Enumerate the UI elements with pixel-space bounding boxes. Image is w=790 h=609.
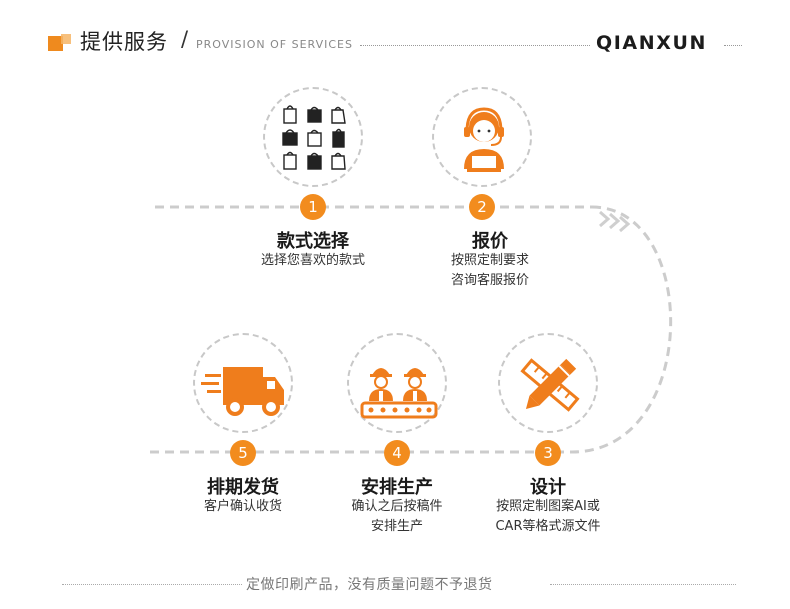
factory-workers-icon: [360, 368, 438, 419]
footer-divider-left: [62, 584, 242, 585]
step-1-desc: 选择您喜欢的款式: [223, 251, 403, 271]
step-1-badge: 1: [300, 194, 326, 220]
step-3-desc-line-1: 按照定制图案AI或: [496, 499, 600, 514]
step-3-desc: 按照定制图案AI或 CAR等格式源文件: [458, 497, 638, 537]
step-4-ring: [347, 333, 447, 433]
step-4-desc: 确认之后按稿件 安排生产: [307, 497, 487, 537]
step-2-badge: 2: [469, 194, 495, 220]
step-2-title: 报价: [472, 231, 508, 252]
footer-divider-right: [550, 584, 736, 585]
brand-logo: QIANXUN: [596, 32, 708, 54]
step-5-desc-line: 客户确认收货: [203, 499, 282, 514]
customer-service-agent-icon: [464, 107, 504, 172]
step-5-title: 排期发货: [207, 477, 279, 498]
step-2-desc: 按照定制要求 咨询客服报价: [400, 251, 580, 291]
title-slash: /: [181, 27, 189, 51]
step-4-desc-line-1: 确认之后按稿件: [351, 499, 443, 514]
step-5-ring: [193, 333, 293, 433]
delivery-truck-icon: [201, 367, 284, 416]
step-4-desc-line-2: 安排生产: [370, 519, 423, 534]
page-subtitle: PROVISION OF SERVICES: [196, 38, 353, 51]
pencil-ruler-design-icon: [520, 358, 580, 412]
path-arrow-chevrons: [599, 210, 631, 233]
page-title: 提供服务: [80, 30, 168, 54]
footer-notice: 定做印刷产品，没有质量问题不予退货: [246, 577, 493, 593]
step-3-ring: [498, 333, 598, 433]
step-2-desc-line-2: 咨询客服报价: [450, 273, 529, 288]
step-5-badge: 5: [230, 440, 256, 466]
step-3-title: 设计: [530, 477, 566, 498]
step-5-desc: 客户确认收货: [153, 497, 333, 517]
shopping-bags-icon: [282, 105, 346, 170]
step-3-desc-line-2: CAR等格式源文件: [495, 519, 601, 534]
step-2-desc-line-1: 按照定制要求: [450, 253, 529, 268]
step-1-title: 款式选择: [277, 231, 349, 252]
step-1-ring: [263, 87, 363, 187]
header-accent-square-light: [61, 34, 71, 44]
header-divider-end: [724, 45, 742, 46]
header-divider: [360, 45, 590, 46]
step-4-title: 安排生产: [361, 477, 433, 498]
step-3-badge: 3: [535, 440, 561, 466]
header-accent-square: [48, 36, 63, 51]
step-2-ring: [432, 87, 532, 187]
step-1-desc-line: 选择您喜欢的款式: [260, 253, 365, 268]
step-4-badge: 4: [384, 440, 410, 466]
